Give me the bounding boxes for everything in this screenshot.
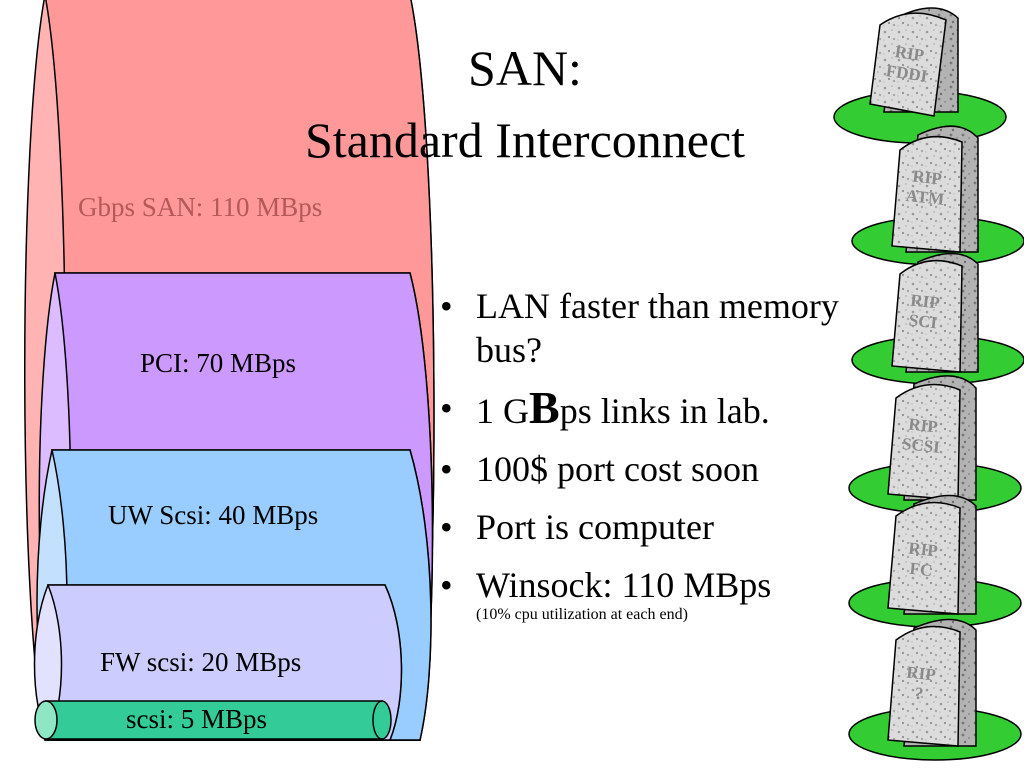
bullet-lan-faster: LAN faster than memory bus?	[436, 284, 866, 372]
tube-label-scsi: scsi: 5 MBps	[126, 704, 268, 734]
bullet-list: LAN faster than memory bus? 1 GBps links…	[436, 284, 866, 639]
tombstone-scsi	[848, 375, 1022, 514]
bullet-text-post: ps links in lab.	[559, 391, 770, 431]
bullet-text: Winsock: 110 MBps	[476, 565, 772, 605]
bullet-winsock: Winsock: 110 MBps(10% cpu utilization at…	[436, 563, 866, 625]
tube-scsi	[34, 700, 392, 740]
tombstone-unknown	[848, 618, 1022, 761]
bullet-text: 100$ port cost soon	[476, 449, 759, 489]
tube-label-fw-scsi: FW scsi: 20 MBps	[100, 647, 302, 677]
tombstone-atm	[851, 125, 1024, 266]
tube-label-uw-scsi: UW Scsi: 40 MBps	[108, 500, 319, 530]
tube-label-pci: PCI: 70 MBps	[140, 348, 297, 378]
bullet-text: Port is computer	[476, 507, 714, 547]
bullet-gbps-links: 1 GBps links in lab.	[436, 385, 866, 433]
slide-title-line-2: Standard Interconnect	[304, 112, 746, 168]
bullet-text-bold: B	[529, 382, 560, 433]
slide-title-line-1: SAN:	[468, 40, 582, 96]
bullet-port-cost: 100$ port cost soon	[436, 447, 866, 491]
bullet-text: LAN faster than memory bus?	[476, 286, 839, 370]
bullet-port-computer: Port is computer	[436, 505, 866, 549]
bullet-text-pre: 1 G	[476, 391, 529, 431]
bullet-note: (10% cpu utilization at each end)	[476, 606, 688, 623]
tube-label-san: Gbps SAN: 110 MBps	[78, 192, 323, 222]
tombstone-fc	[848, 494, 1022, 628]
